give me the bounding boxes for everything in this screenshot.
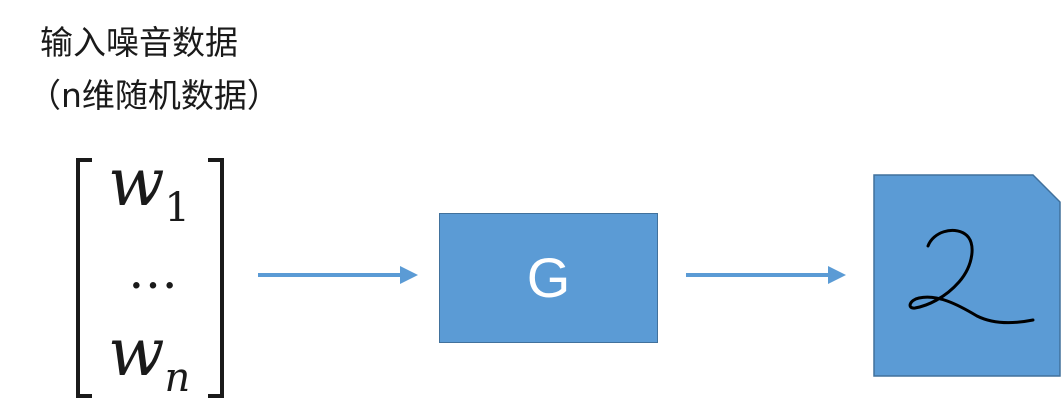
vector-entry-first-subscript: 1 <box>164 185 190 231</box>
right-arrow-icon <box>686 266 846 284</box>
vector-entry-first-base: w <box>108 144 165 221</box>
right-bracket <box>208 158 224 398</box>
input-noise-caption: 输入噪音数据 <box>40 23 238 62</box>
right-arrow-icon <box>258 266 418 284</box>
vector-entry-last-base: w <box>108 314 165 391</box>
left-bracket <box>76 158 92 398</box>
document-shape <box>873 174 1061 377</box>
vector-ellipsis: … <box>128 242 178 300</box>
vector-entry-first: w1 <box>108 150 190 229</box>
handwritten-two-icon <box>908 229 1035 325</box>
vector-entry-last-subscript: n <box>164 355 191 401</box>
generator-box: G <box>439 213 658 343</box>
input-noise-subcaption: （n维随机数据） <box>28 76 280 115</box>
generated-digit-document-icon <box>873 174 1061 377</box>
vector-entry-last: wn <box>108 320 190 399</box>
generator-label: G <box>526 246 571 309</box>
